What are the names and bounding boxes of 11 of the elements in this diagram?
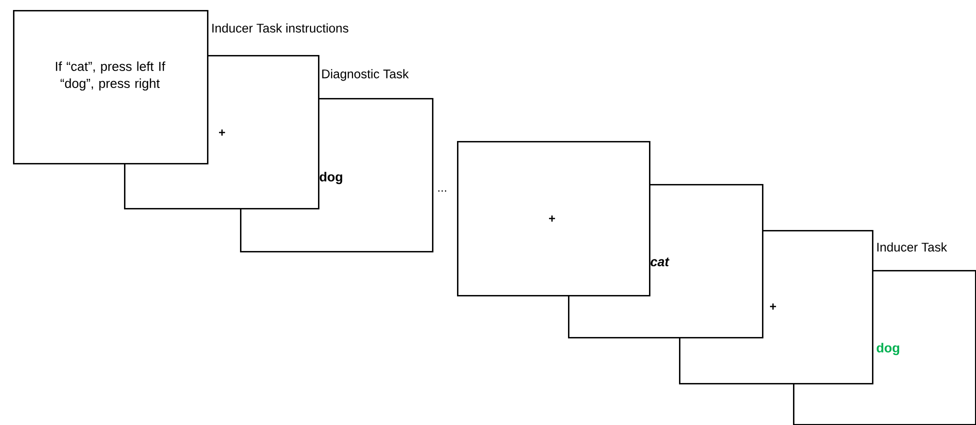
stimulus-text: dog xyxy=(320,172,342,184)
stimulus-text: + xyxy=(549,215,556,222)
task-label: Inducer Task xyxy=(877,242,948,252)
stimulus-text: dog xyxy=(876,342,900,356)
stimulus-text: + xyxy=(219,129,226,136)
stimulus-text: + xyxy=(770,303,776,310)
stimulus-text: cat xyxy=(650,258,670,266)
stimulus-text: If “cat”, press left If “dog”, press right xyxy=(56,61,166,91)
ellipsis: ... xyxy=(438,190,446,192)
task-label: Diagnostic Task xyxy=(322,69,409,81)
task-label: Inducer Task instructions xyxy=(212,23,348,33)
